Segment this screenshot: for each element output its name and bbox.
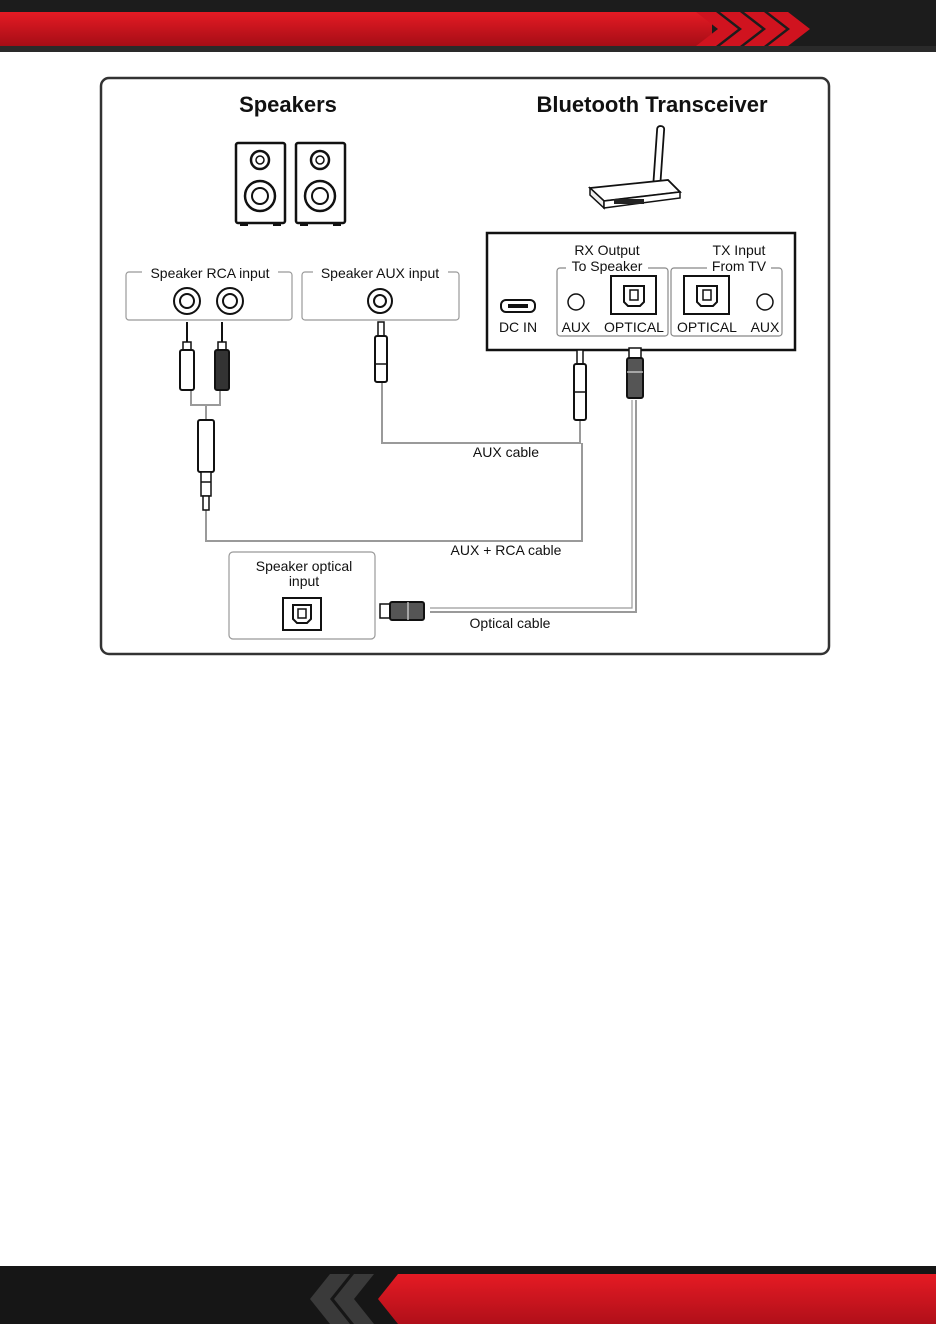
- speakers-title: Speakers: [239, 92, 337, 117]
- rx-aux-label: AUX: [562, 319, 591, 335]
- speaker-optical-port-icon: [283, 598, 321, 630]
- speaker-rca-input-label: Speaker RCA input: [150, 265, 269, 281]
- diagram-frame: [101, 78, 829, 654]
- tx-optical-port-icon: [684, 276, 729, 314]
- optical-plug-speaker-icon: [380, 602, 424, 620]
- rx-optical-label: OPTICAL: [604, 319, 664, 335]
- aux-jack-icon: [368, 289, 392, 313]
- transceiver-title: Bluetooth Transceiver: [536, 92, 768, 117]
- optical-plug-transceiver-icon: [627, 348, 643, 398]
- rx-output-sublabel: To Speaker: [572, 258, 643, 274]
- rx-aux-port-icon: [568, 294, 584, 310]
- speaker-aux-input-label: Speaker AUX input: [321, 265, 439, 281]
- aux-cable-label: AUX cable: [473, 444, 539, 460]
- tx-aux-port-icon: [757, 294, 773, 310]
- speaker-right-icon: [296, 143, 345, 226]
- aux-plug-splitter-icon: [198, 420, 214, 510]
- aux-rca-cable-label: AUX + RCA cable: [451, 542, 562, 558]
- speaker-left-icon: [236, 143, 285, 226]
- tx-optical-label: OPTICAL: [677, 319, 737, 335]
- footer-band: [0, 1266, 936, 1324]
- tx-input-label: TX Input: [713, 242, 766, 258]
- rx-output-label: RX Output: [574, 242, 639, 258]
- rx-optical-port-icon: [611, 276, 656, 314]
- footer-red-strip: [378, 1274, 936, 1324]
- connection-diagram: Speakers Bluetooth Transceiver Speaker R…: [0, 0, 936, 700]
- speaker-optical-label-1: Speaker optical: [256, 558, 353, 574]
- dc-in-label: DC IN: [499, 319, 537, 335]
- tx-aux-label: AUX: [751, 319, 780, 335]
- tx-input-sublabel: From TV: [712, 258, 767, 274]
- speaker-optical-label-2: input: [289, 573, 319, 589]
- dc-in-port-icon: [501, 300, 535, 312]
- optical-cable-label: Optical cable: [470, 615, 551, 631]
